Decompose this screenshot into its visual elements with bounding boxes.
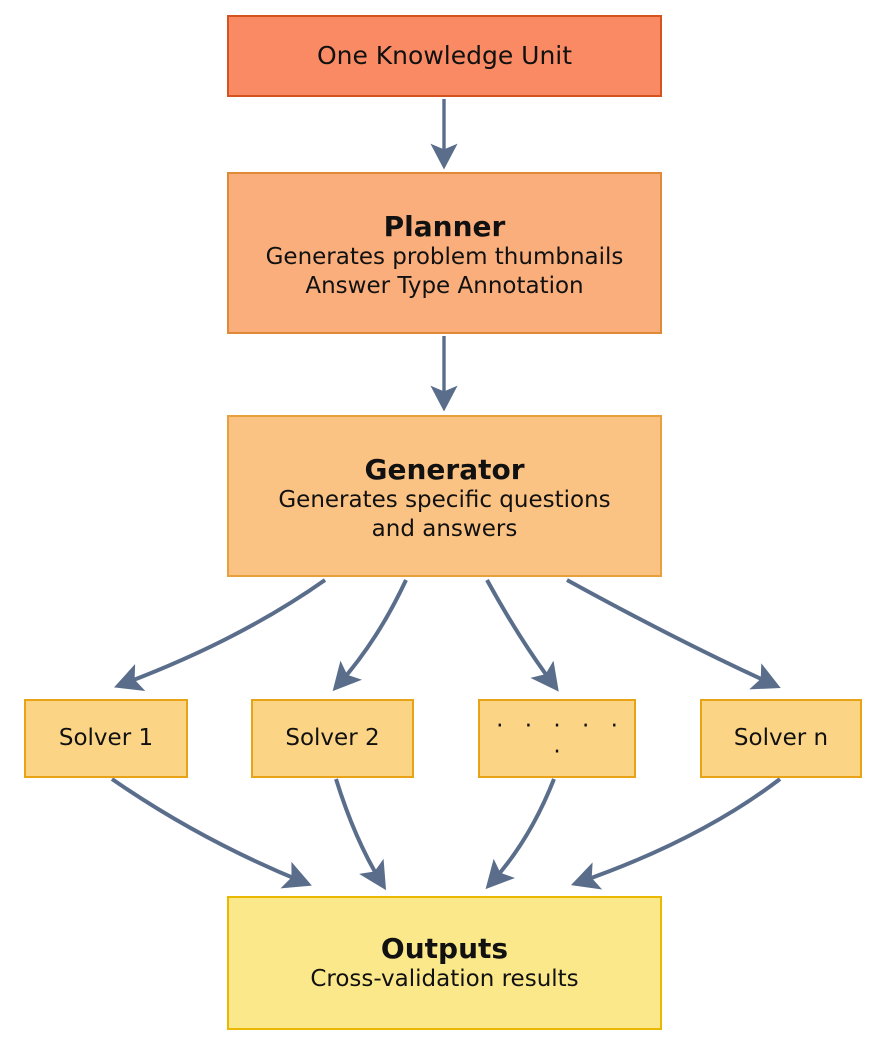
outputs-title: Outputs [380, 932, 509, 966]
node-generator: Generator Generates specific questions a… [227, 415, 662, 577]
edge-generator-to-solver-n [566, 578, 781, 690]
node-planner: Planner Generates problem thumbnails Ans… [227, 172, 662, 334]
generator-line-2: and answers [371, 515, 518, 542]
edge-solver-2-to-outputs [334, 778, 387, 891]
node-solver-1: Solver 1 [24, 699, 188, 778]
planner-line-1: Generates problem thumbnails [265, 244, 624, 271]
planner-title: Planner [383, 210, 506, 244]
knowledge-unit-label: One Knowledge Unit [316, 41, 573, 71]
solver-n-label: Solver n [733, 724, 829, 751]
edge-generator-to-solver-ellipsis [485, 579, 559, 692]
node-outputs: Outputs Cross-validation results [227, 896, 662, 1030]
node-solver-2: Solver 2 [251, 699, 414, 778]
node-solver-ellipsis: · · · · · · [478, 699, 636, 778]
solver-ellipsis-label: · · · · · · [496, 712, 625, 765]
outputs-line-1: Cross-validation results [310, 966, 579, 993]
edge-solver-1-to-outputs [110, 777, 312, 889]
node-solver-n: Solver n [700, 699, 862, 778]
solver-1-label: Solver 1 [58, 724, 154, 751]
planner-line-2: Answer Type Annotation [305, 272, 584, 299]
edge-generator-to-solver-2 [332, 579, 408, 692]
edge-solver-n-to-outputs [570, 777, 782, 890]
generator-line-1: Generates specific questions [278, 487, 611, 514]
edge-generator-to-solver-1 [114, 578, 327, 691]
edge-solver-ellipsis-to-outputs [485, 778, 556, 890]
node-knowledge-unit: One Knowledge Unit [227, 15, 662, 97]
solver-2-label: Solver 2 [285, 724, 380, 751]
generator-title: Generator [364, 453, 525, 487]
